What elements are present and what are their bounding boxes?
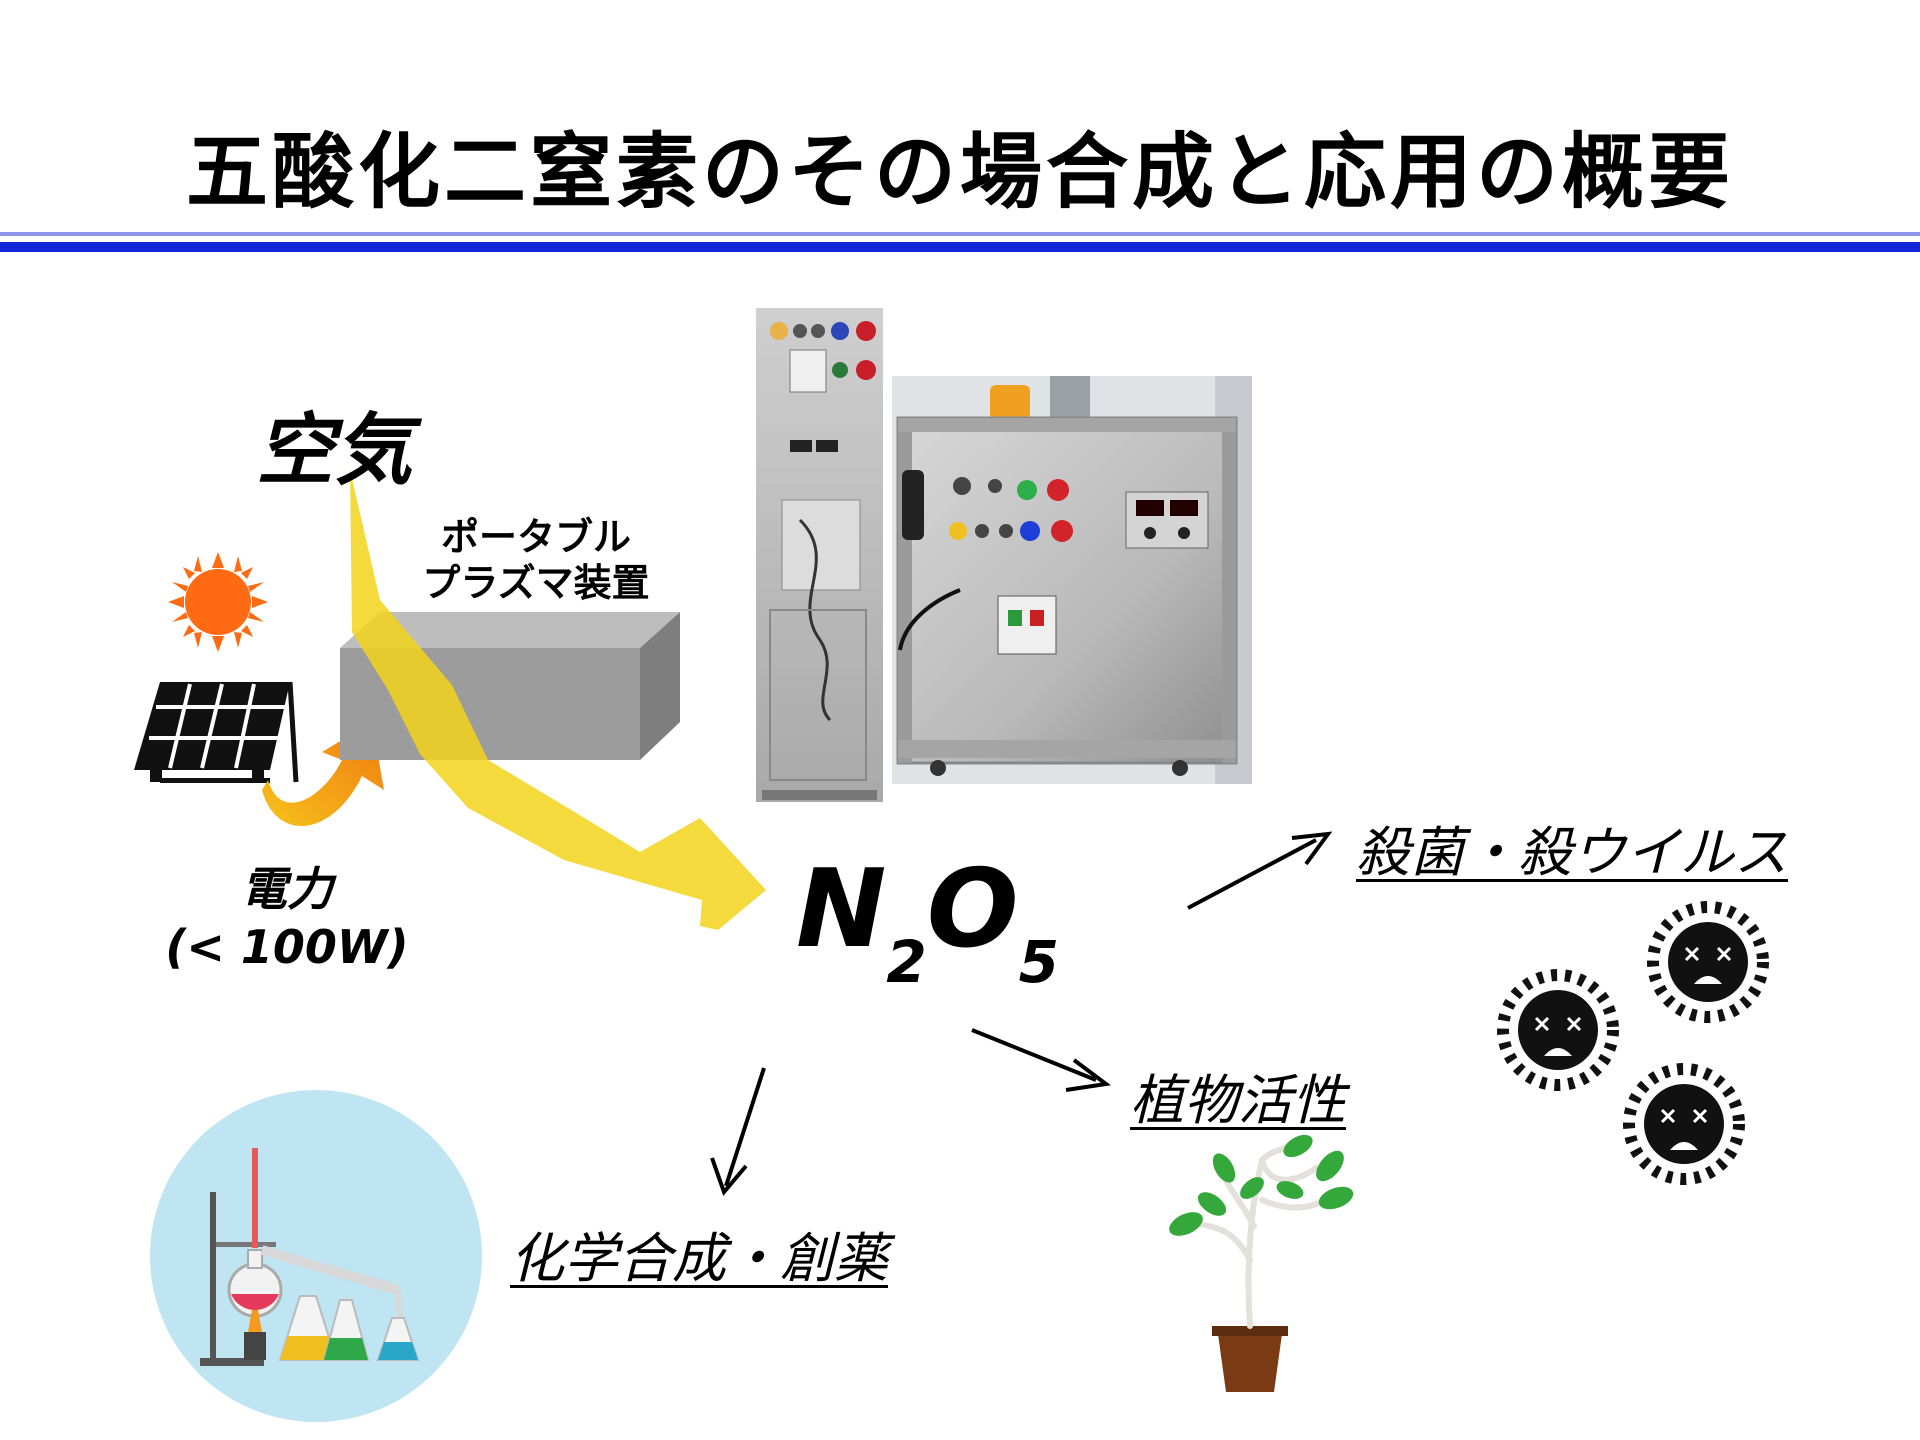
arrow-to-plant (971, 1028, 1112, 1092)
page-title: 五酸化二窒素のその場合成と応用の概要 (185, 125, 1734, 220)
virus-icon (1623, 1063, 1745, 1185)
power-label: 電力 (< 100W) (152, 860, 422, 976)
formula-n: N (796, 847, 887, 972)
app-chemistry-label: 化学合成・創薬 (510, 1227, 888, 1290)
arrow-to-chemistry (710, 1067, 766, 1196)
product-formula: N2O5 (796, 847, 1059, 997)
device-label-line1: ポータブル (440, 515, 631, 559)
lightning-arrow-icon (350, 470, 766, 930)
power-label-line2: (< 100W) (165, 920, 409, 974)
device-photo-tall (756, 308, 883, 802)
formula-o: O (926, 847, 1019, 972)
formula-sub-2: 2 (886, 928, 927, 996)
plant-icon (1169, 1134, 1354, 1392)
power-label-line1: 電力 (241, 862, 333, 916)
device-label: ポータブル プラズマ装置 (406, 514, 666, 606)
app-sterilization-label: 殺菌・殺ウイルス (1356, 821, 1788, 884)
arrow-to-sterilization (1187, 831, 1333, 910)
virus-icon (1647, 901, 1769, 1023)
app-plant-label: 植物活性 (1130, 1069, 1346, 1132)
chemistry-lab-icon (150, 1090, 482, 1422)
device-photo-cabinet (892, 376, 1252, 784)
formula-sub-5: 5 (1018, 928, 1059, 996)
sun-icon (168, 552, 268, 652)
device-label-line2: プラズマ装置 (422, 561, 650, 605)
air-label: 空気 (256, 406, 413, 496)
title-rule-light (0, 232, 1920, 236)
title-rule-dark (0, 242, 1920, 252)
virus-icon (1497, 969, 1619, 1091)
solar-panel-icon (134, 681, 299, 783)
